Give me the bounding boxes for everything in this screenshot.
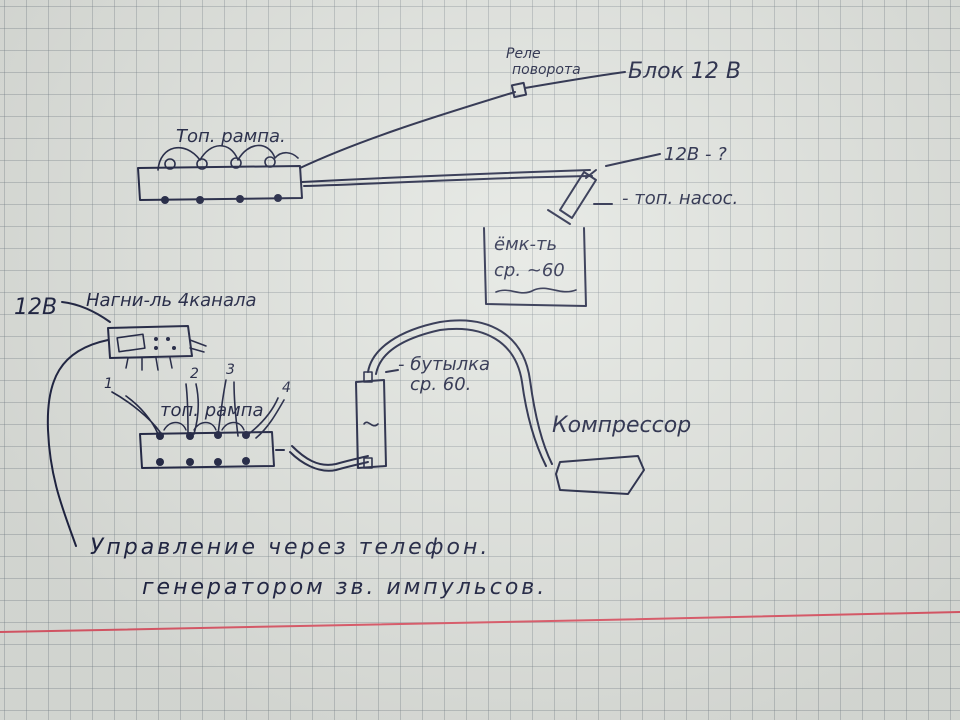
bottle <box>355 371 387 469</box>
channel-leads <box>111 379 285 439</box>
ch3-label: 3 <box>226 362 235 378</box>
bottle-label-line1: - бутылка <box>398 354 490 375</box>
fuel-pump-label: - топ. насос. <box>622 188 738 209</box>
air-hose-inner <box>375 327 547 467</box>
fuel-pump <box>547 169 597 225</box>
compressor <box>555 455 645 495</box>
v12-left-label: 12В <box>14 295 57 320</box>
ch1-label: 1 <box>104 376 113 392</box>
wire-12v-question <box>605 153 661 167</box>
relay-label: Реле <box>506 46 541 62</box>
tank-label-line2: ср. ~60 <box>494 260 565 281</box>
fuel-line-to-pump-2 <box>303 175 593 187</box>
fuel-tank <box>483 227 587 307</box>
note-line-1: Управление через телефон. <box>90 535 490 560</box>
fuel-line-to-bottle-2 <box>291 445 369 466</box>
block-12v-label: Блок 12 В <box>628 59 741 84</box>
rail-bottom-label: топ. рампа <box>160 400 264 421</box>
v12-question-label: 12В - ? <box>664 144 727 165</box>
bottle-label-line2: ср. 60. <box>410 374 471 395</box>
note-line-2: генератором зв. импульсов. <box>142 575 547 600</box>
fuel-rail-bottom <box>139 421 275 469</box>
relay-box <box>510 81 528 99</box>
rail-top-label: Топ. рампа. <box>176 126 286 147</box>
wire-to-relay <box>299 91 516 169</box>
wire-relay-to-block <box>524 71 626 89</box>
bottle-pointer <box>385 369 399 373</box>
fuel-rail-top <box>137 144 303 204</box>
compressor-label: Компрессор <box>552 413 691 438</box>
wire-12v-to-controller <box>61 301 111 323</box>
fuel-line-to-bottle <box>289 451 369 472</box>
margin-line <box>0 611 960 633</box>
controller-box <box>107 325 207 371</box>
tank-label-line1: ёмк-ть <box>494 234 557 255</box>
relay-label-line2: поворота <box>512 62 581 78</box>
controller-label: Нагни-ль 4канала <box>86 290 257 311</box>
relay-label-line1: Реле <box>506 46 541 62</box>
control-wire-to-phone <box>46 339 109 547</box>
fuel-line-to-pump <box>301 169 591 183</box>
ch2-label: 2 <box>190 366 199 382</box>
air-hose-outer <box>367 319 553 465</box>
ch4-label: 4 <box>282 380 291 396</box>
